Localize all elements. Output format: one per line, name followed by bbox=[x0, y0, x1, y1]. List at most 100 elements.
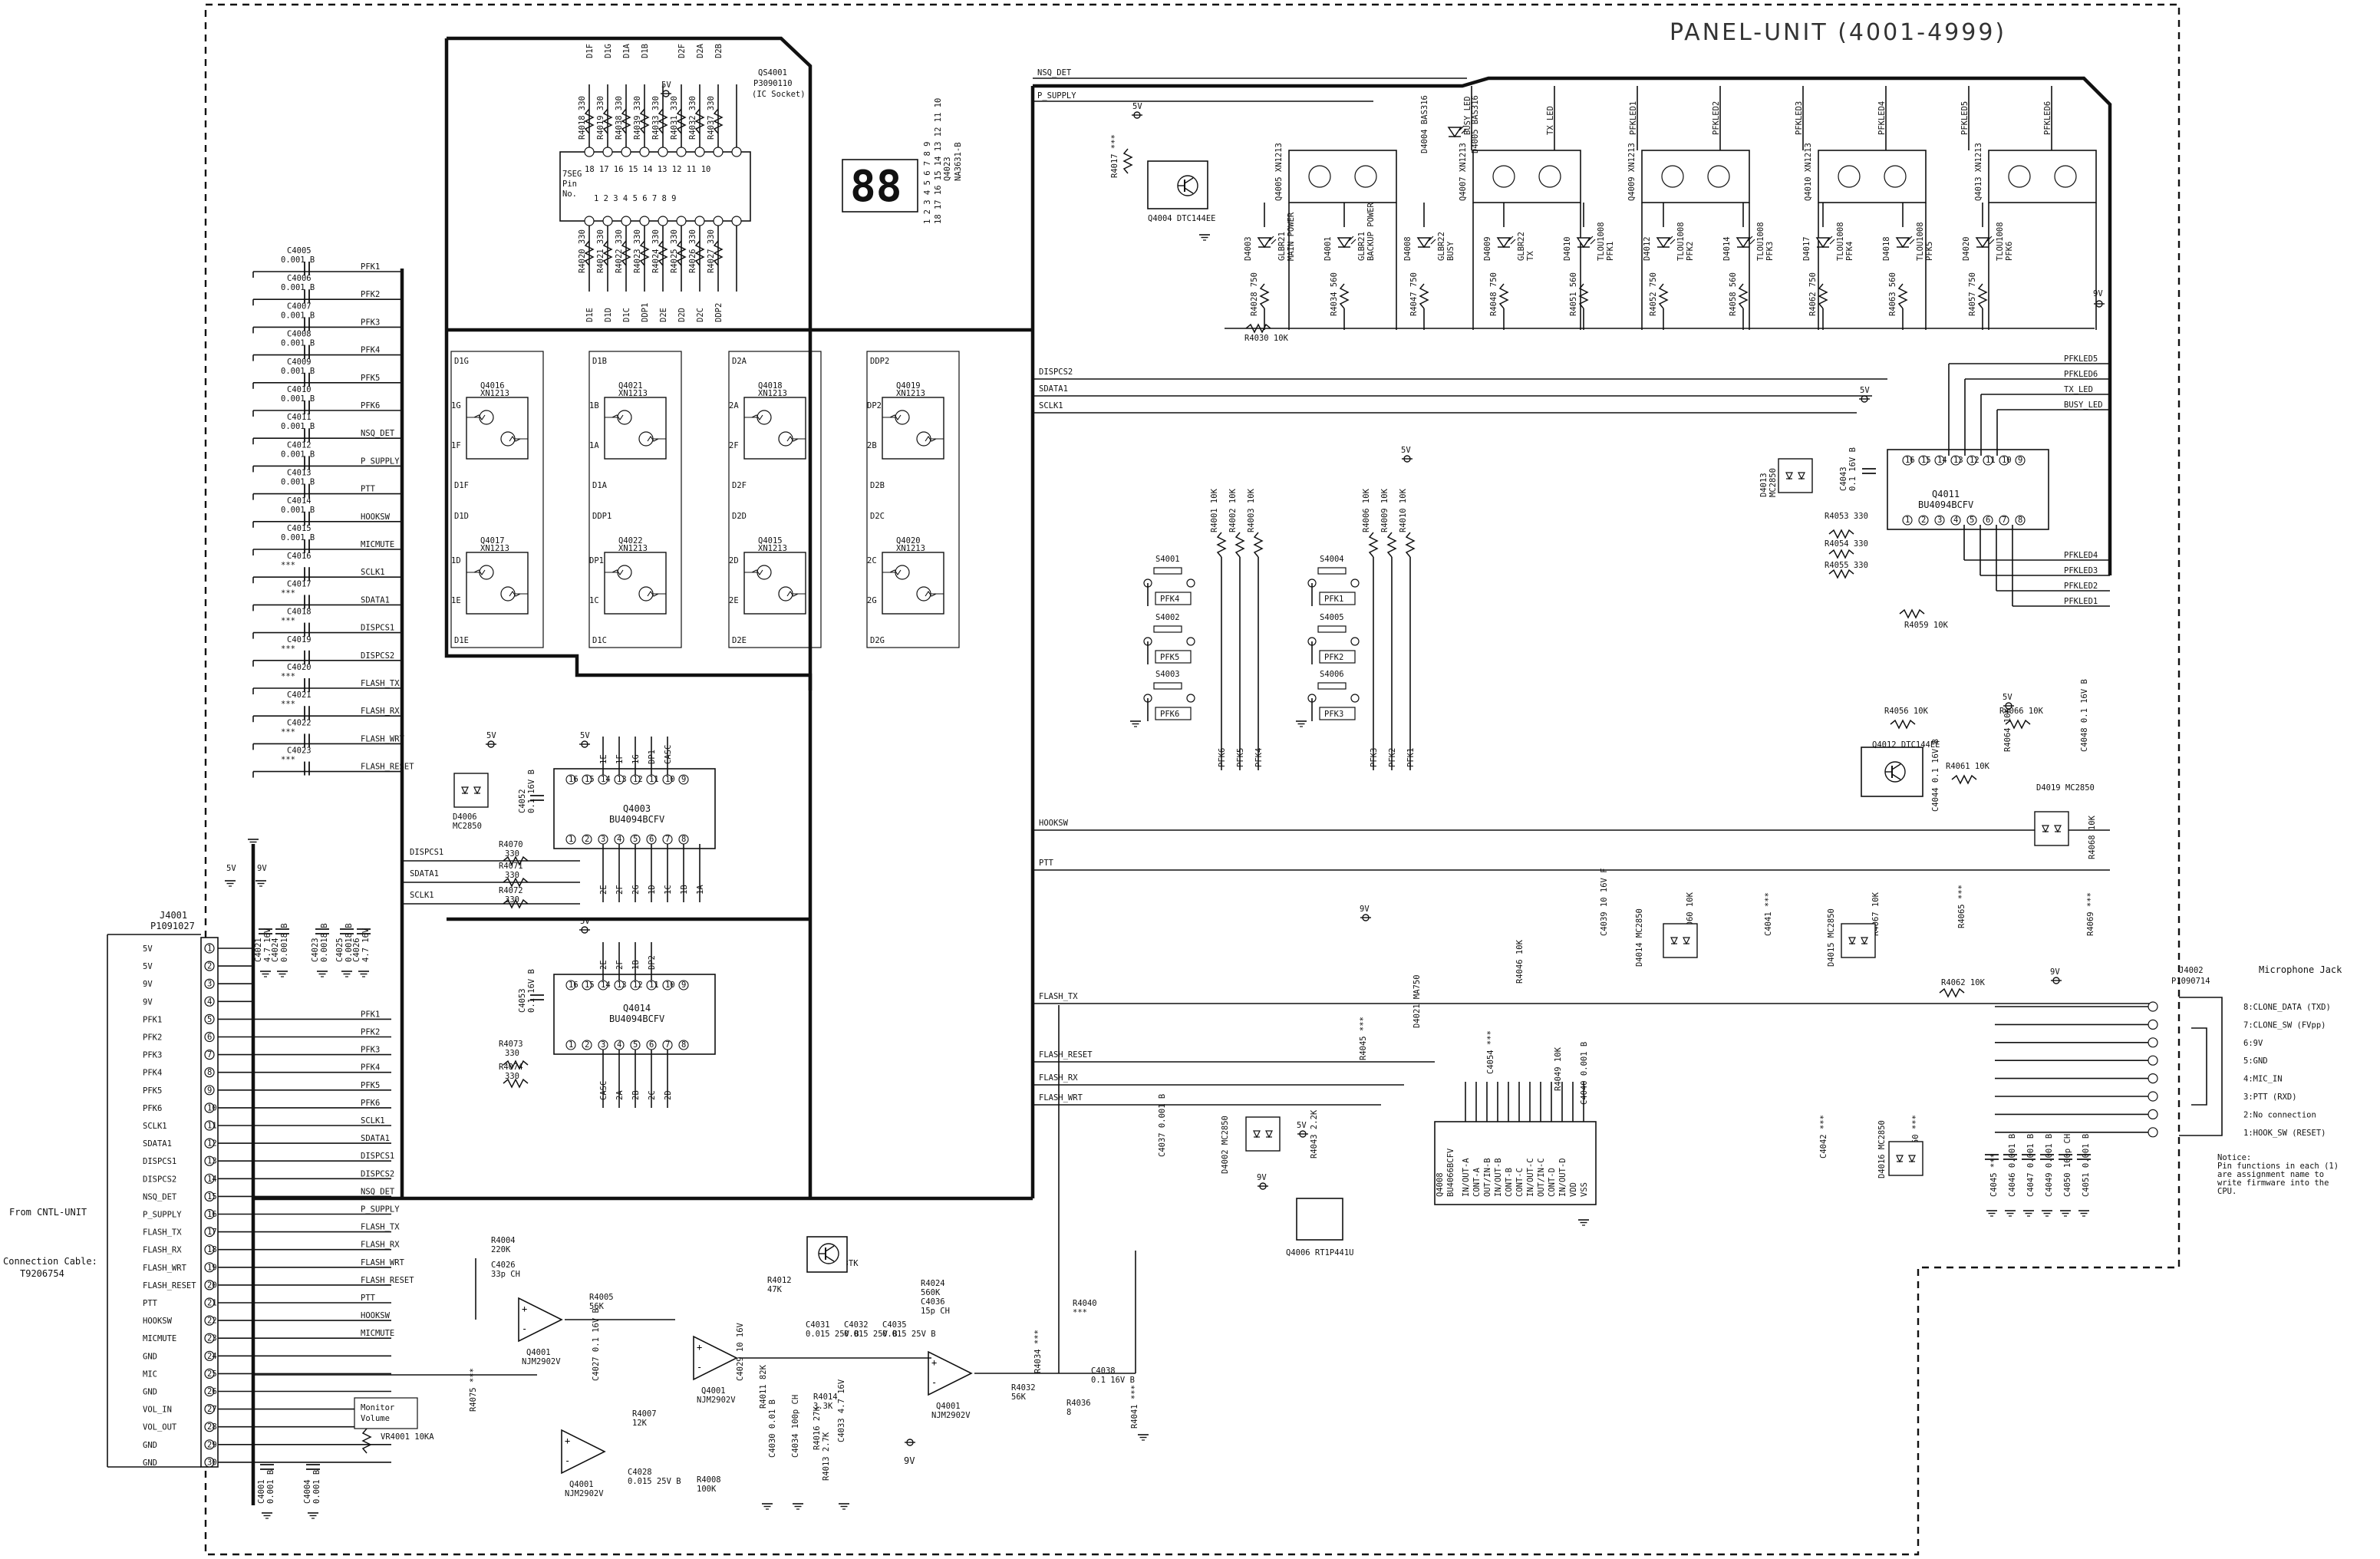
switch-net: PFK4 bbox=[1254, 748, 1264, 767]
audio-part-value: 0.015 25V B bbox=[806, 1330, 859, 1339]
seg-driver-input: 1G bbox=[451, 401, 461, 410]
filter-cap-ref: C4015 bbox=[287, 524, 312, 533]
seg-resistor-top: R4039 330 bbox=[633, 96, 642, 140]
seg-driver-ref: Q4019 bbox=[896, 381, 921, 391]
filter-cap-value: *** bbox=[281, 588, 295, 598]
right-diode: D4014 MC2850 bbox=[1635, 908, 1644, 967]
j4001-pin bbox=[204, 1297, 215, 1308]
seg-bottom-net: D1E bbox=[585, 308, 595, 322]
j4001-pin bbox=[204, 1422, 215, 1432]
switch-net: PFK5 bbox=[1236, 748, 1245, 767]
j4001-pin-num: 12 bbox=[207, 1139, 217, 1149]
j4001-pin bbox=[204, 1333, 215, 1343]
seg-driver-net: D2F bbox=[732, 481, 747, 490]
j4001-pin-num: 2 bbox=[207, 962, 212, 971]
switch-ref: S4001 bbox=[1155, 555, 1180, 564]
audio-part-label: C4033 4.7 16V bbox=[837, 1379, 846, 1442]
ic-pin-num: 9 bbox=[681, 775, 686, 784]
ic-pin-num: 16 bbox=[569, 981, 579, 990]
audio-part-value: 8 bbox=[1066, 1408, 1071, 1417]
j4001-pin bbox=[204, 1103, 215, 1113]
j4001-pin-num: 10 bbox=[207, 1103, 217, 1112]
q4003-shift-register: Q4003 BU4094BCFV 16115214313412511610798… bbox=[453, 731, 716, 902]
opamp-ref: Q4001 bbox=[936, 1402, 961, 1411]
svg-text:P1090714: P1090714 bbox=[2171, 977, 2210, 986]
switch-pullup: R4003 10K bbox=[1247, 488, 1256, 532]
right-resistor: R4056 10K bbox=[1884, 707, 1929, 716]
j4001-pin bbox=[204, 1155, 215, 1166]
seg-resistor-bottom: R4026 330 bbox=[688, 229, 697, 273]
svg-text:R4071: R4071 bbox=[499, 862, 523, 871]
svg-text:Pin: Pin bbox=[562, 180, 577, 189]
ic-pin-num: 9 bbox=[681, 981, 686, 990]
seg-driver-input: 1F bbox=[451, 441, 461, 450]
j4001-pin bbox=[204, 1350, 215, 1361]
right-part-label: R4046 10K bbox=[1515, 939, 1525, 984]
seg-driver-ref: Q4022 bbox=[618, 536, 643, 545]
filter-cap-value: 0.001 B bbox=[281, 450, 315, 459]
seg-driver-net: D1G bbox=[454, 357, 469, 366]
led-driver-ref: Q4009 XN1213 bbox=[1627, 143, 1637, 201]
led-part: TLOU1008 bbox=[1916, 222, 1925, 261]
svg-text:5V: 5V bbox=[580, 731, 590, 740]
led-part: TLOU1008 bbox=[1996, 222, 2005, 261]
j4001-part: P1091027 bbox=[150, 921, 195, 931]
filter-cap-net: P_SUPPLY bbox=[361, 456, 400, 466]
ic-pin-num: 4 bbox=[1953, 516, 1958, 525]
q4008-pin: IN/OUT-C bbox=[1526, 1158, 1535, 1197]
j4001-net-label: FLASH_TX bbox=[361, 1223, 400, 1232]
supply-cap-value: 0.0018 B bbox=[280, 923, 289, 962]
filter-cap-value: 0.001 B bbox=[281, 422, 315, 431]
audio-part-label: R4013 2.7K bbox=[822, 1432, 831, 1481]
audio-part-value: 3.3K bbox=[813, 1402, 833, 1411]
audio-part-label: R4041 *** bbox=[1130, 1385, 1139, 1429]
ic-pin-num: 13 bbox=[1953, 456, 1963, 465]
ic-net-label: 2C bbox=[648, 1090, 657, 1100]
seg-resistor-top: R4033 330 bbox=[651, 96, 661, 140]
right-9v: 9V bbox=[1360, 905, 1370, 914]
seg-resistor-bottom: R4025 330 bbox=[670, 229, 679, 273]
filter-cap-ref: C4018 bbox=[287, 608, 312, 617]
j4001-pin-label: 5V bbox=[143, 944, 153, 954]
filter-cap-net: MICMUTE bbox=[361, 540, 394, 549]
led-ref: D4012 bbox=[1643, 236, 1652, 261]
audio-part-value: 100K bbox=[697, 1485, 717, 1494]
led-resistor: R4028 750 bbox=[1250, 272, 1259, 316]
audio-part-value: 56K bbox=[1011, 1393, 1027, 1402]
q4008-pin: CONT-B bbox=[1505, 1168, 1514, 1197]
filter-cap-value: *** bbox=[281, 644, 295, 654]
svg-text:BU4094BCFV: BU4094BCFV bbox=[1918, 499, 1973, 510]
j4001-pin-label: PFK6 bbox=[143, 1104, 162, 1113]
ic-pin-num: 9 bbox=[2018, 456, 2022, 465]
ic-pin-num: 12 bbox=[633, 775, 643, 784]
audio-part-value: 0.015 25V B bbox=[882, 1330, 936, 1339]
filter-cap-net: PFK6 bbox=[361, 401, 380, 410]
filter-cap-ref: C4007 bbox=[287, 302, 312, 311]
right-part-label: C4041 *** bbox=[1764, 892, 1773, 936]
svg-text:NA3631-B: NA3631-B bbox=[954, 142, 963, 181]
ic-net-label: DP2 bbox=[648, 955, 657, 970]
j4001-pin bbox=[204, 943, 215, 954]
svg-text:C4053: C4053 bbox=[518, 988, 527, 1013]
right-part-label: R4065 *** bbox=[1957, 885, 1966, 928]
q4008-pin: CONT-D bbox=[1548, 1168, 1557, 1197]
led-top-net: PFKLED5 bbox=[1960, 101, 1970, 135]
ic-pin-num: 8 bbox=[681, 835, 686, 844]
seg-driver-part: XN1213 bbox=[618, 544, 648, 553]
filter-cap-net: PFK4 bbox=[361, 346, 380, 355]
ic-pin-num: 3 bbox=[601, 1040, 605, 1050]
opamp-part: NJM2902V bbox=[565, 1489, 604, 1498]
filter-cap-net: DISPCS1 bbox=[361, 624, 394, 633]
j4001-pin-num: 6 bbox=[207, 1033, 212, 1042]
ic-pin-num: 7 bbox=[2002, 516, 2006, 525]
ic-pin-num: 15 bbox=[585, 981, 595, 990]
led-top-net: PFKLED3 bbox=[1795, 101, 1804, 135]
j4001-pin-label: GND bbox=[143, 1458, 157, 1468]
svg-text:BU4094BCFV: BU4094BCFV bbox=[609, 1014, 664, 1024]
j4001-pin-label: VOL_OUT bbox=[143, 1423, 177, 1432]
j4001-net-label: HOOKSW bbox=[361, 1311, 391, 1320]
filter-cap-ref: C4011 bbox=[287, 413, 312, 422]
seg-driver-net: D1C bbox=[592, 636, 607, 645]
